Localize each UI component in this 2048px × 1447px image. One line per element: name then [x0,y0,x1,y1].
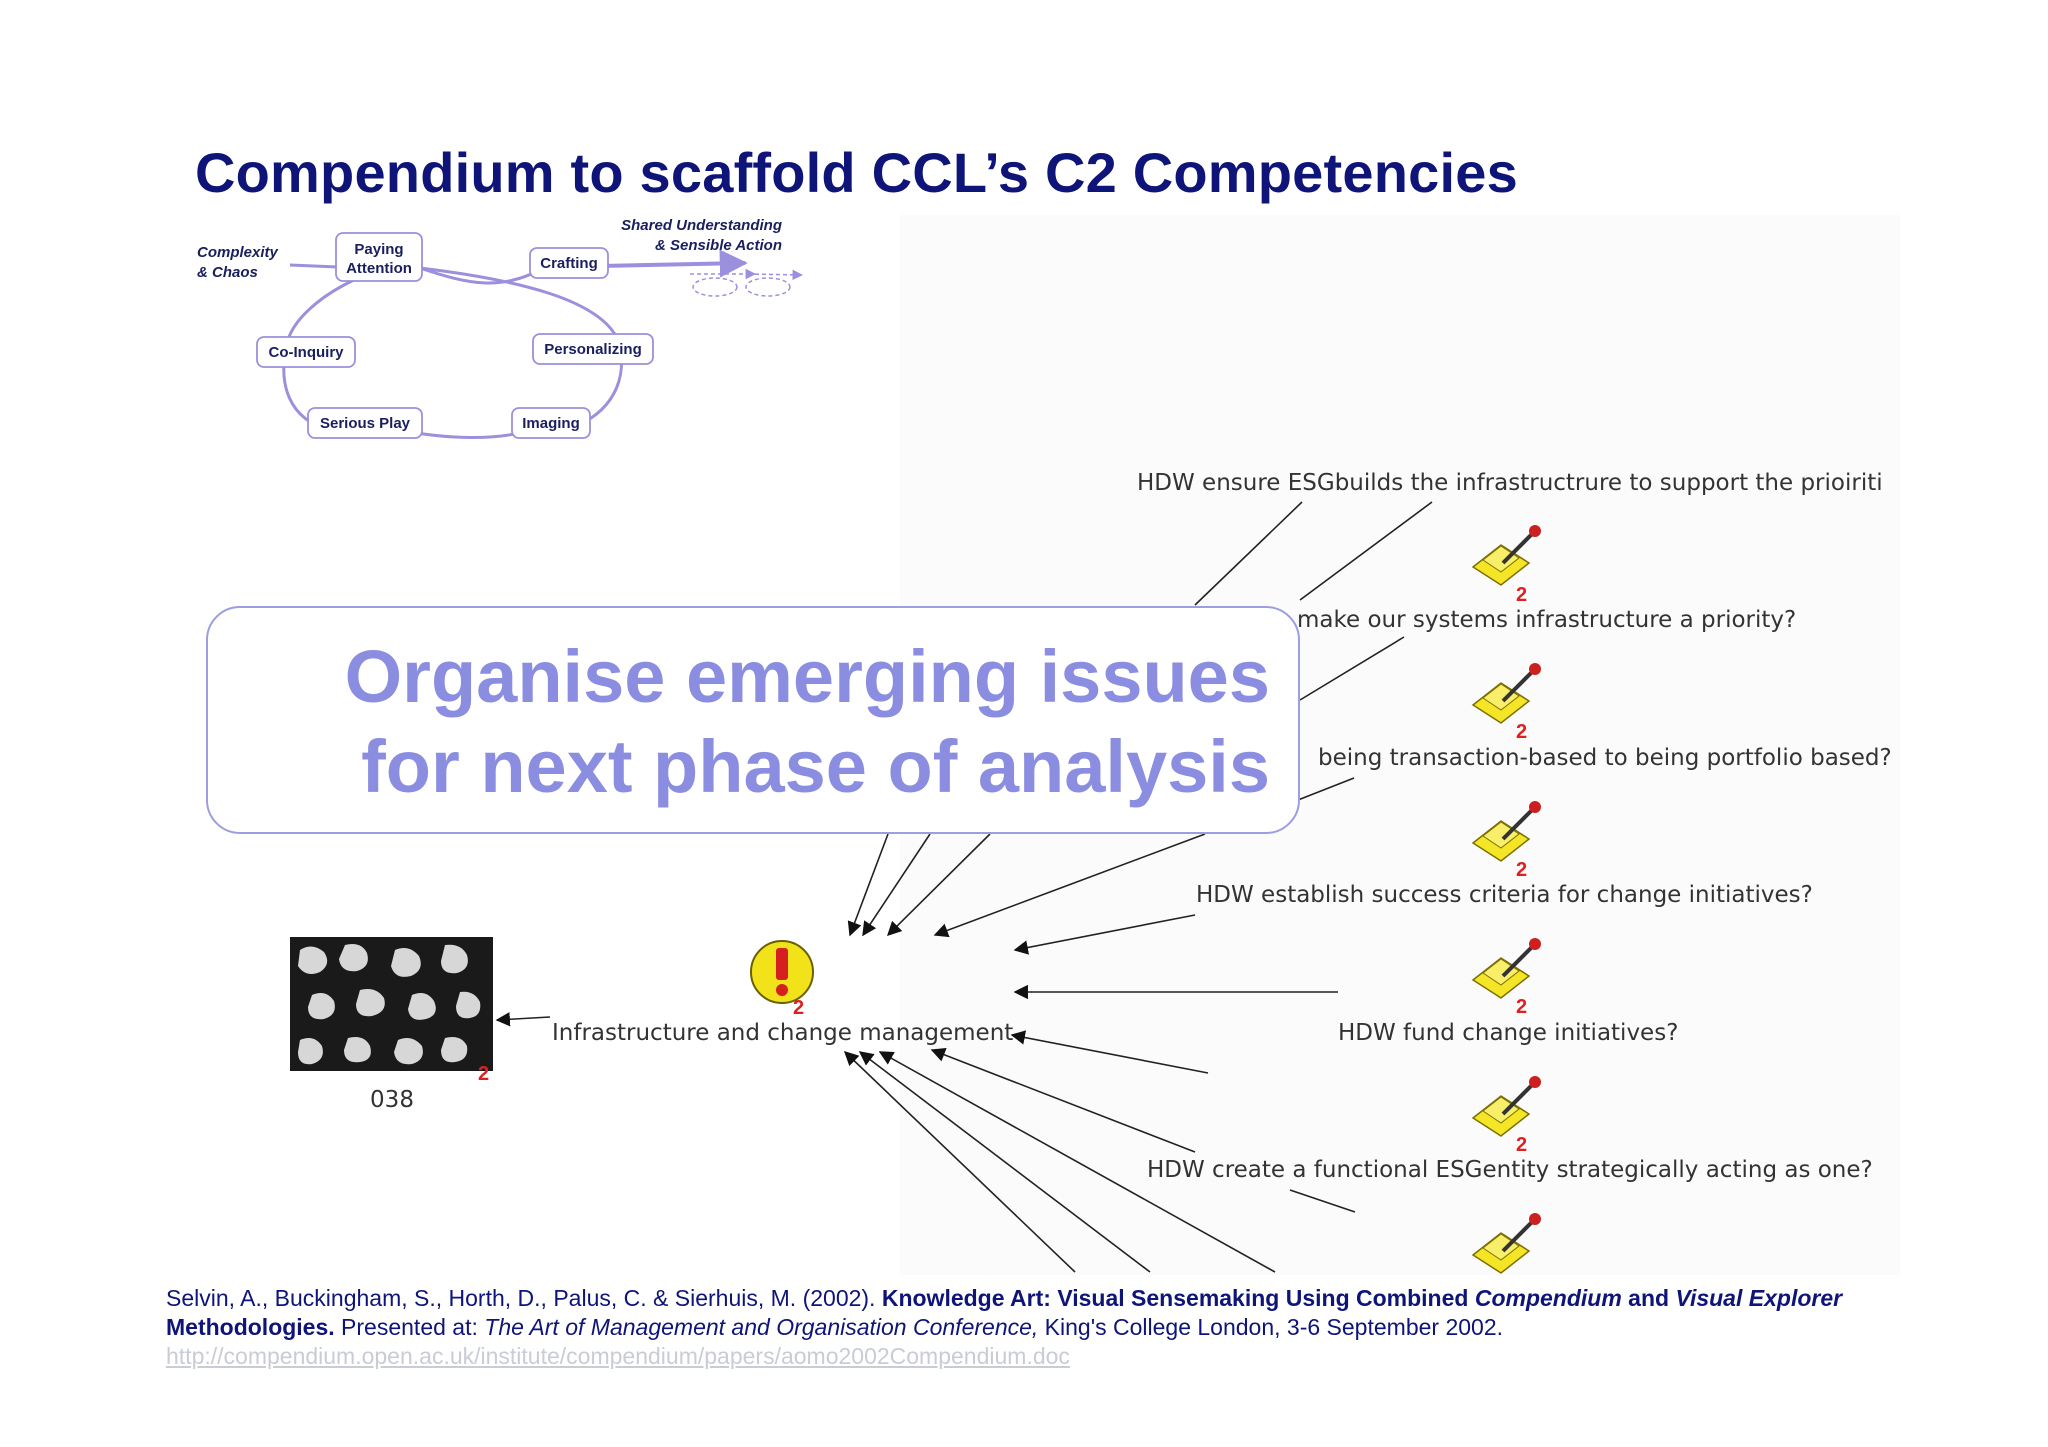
map-link [1299,636,1405,701]
cycle-arrow [747,269,804,281]
map-link [843,1051,1076,1273]
imaging-box [511,407,591,439]
paying-attention-label: Paying [354,241,403,258]
paying-attention-box [335,232,423,282]
cycle-connector [289,263,339,269]
personalizing-label: Personalizing [544,341,642,358]
exclamation-icon [776,948,788,980]
citation-presented: Presented at: [334,1314,485,1340]
svg-text:2: 2 [1516,584,1527,606]
cycle-arrow [599,249,748,278]
crafting-box [529,247,609,279]
note-icon [1471,1213,1541,1274]
citation-venue: King's College London, 3-6 September 200… [1038,1314,1504,1340]
co-inquiry-label: Co-Inquiry [269,344,345,361]
exclamation-dot-icon [776,984,788,996]
page-title: Compendium to scaffold CCL’s C2 Competen… [195,141,1518,204]
map-link [1297,777,1355,801]
image-node-badge: 2 [478,1063,489,1085]
chaos-label: & Chaos [197,264,258,281]
cycle-dashed-ellipse [745,277,791,297]
svg-text:2: 2 [1516,721,1527,743]
center-node-label: Infrastructure and change management [552,1020,1013,1046]
leadership-cycle-diagram: Complexity & Chaos Shared Understanding … [197,217,804,439]
question-node-label[interactable]: HDW create a functional ESGentity strate… [1147,1157,1873,1183]
callout-line-2: for next phase of analysis [361,725,1270,808]
map-link [495,1012,551,1027]
map-link [933,833,1206,938]
map-link [862,833,931,937]
center-issue-node[interactable]: 2 Infrastructure and change management [552,940,1013,1046]
svg-text:2: 2 [1516,859,1527,881]
citation-link[interactable]: http://compendium.open.ac.uk/institute/c… [166,1343,1070,1369]
note-icon: 2 [1471,525,1541,606]
cycle-connector [419,266,541,285]
center-node-badge: 2 [793,997,804,1019]
map-link [886,833,991,937]
question-node-label[interactable]: HDW ensure ESGbuilds the infrastructrure… [1137,470,1883,496]
map-link [878,1051,1276,1273]
map-link [1013,914,1196,955]
question-node-label[interactable]: make our systems infrastructure a priori… [1297,607,1796,633]
map-link [1299,501,1433,601]
cycle-connector [419,266,623,430]
note-icon: 2 [1471,801,1541,881]
personalizing-box [532,333,654,365]
paying-attention-label: Attention [346,260,412,277]
co-inquiry-box [256,336,356,368]
callout-box: Organise emerging issues for next phase … [206,606,1300,834]
note-icon: 2 [1471,663,1541,743]
map-link [1289,1189,1356,1213]
svg-text:2: 2 [1516,1134,1527,1156]
map-link [930,1047,1196,1153]
cycle-dashed-ellipse [692,277,738,297]
note-icon: 2 [1471,1076,1541,1156]
serious-play-label: Serious Play [320,415,411,432]
question-node-label[interactable]: HDW fund change initiatives? [1338,1020,1678,1046]
note-icon: 2 [1471,938,1541,1018]
sensible-action-label: & Sensible Action [655,237,782,254]
crafting-label: Crafting [540,255,598,272]
citation-authors: Selvin, A., Buckingham, S., Horth, D., P… [166,1285,882,1311]
question-node-label[interactable]: HDW establish success criteria for chang… [1196,882,1813,908]
svg-text:2: 2 [1516,996,1527,1018]
serious-play-box [307,407,423,439]
question-node-label[interactable]: being transaction-based to being portfol… [1318,745,1892,771]
map-link [847,833,889,937]
puzzle-pieces [298,944,481,1065]
citation-conference: The Art of Management and Organisation C… [484,1314,1039,1340]
map-link [1010,1030,1209,1074]
image-node[interactable]: 2 038 [290,937,493,1113]
callout-line-1: Organise emerging issues [344,635,1270,718]
map-link [858,1051,1151,1273]
complexity-label: Complexity [197,244,279,261]
shared-understanding-label: Shared Understanding [621,217,782,234]
citation: Selvin, A., Buckingham, S., Horth, D., P… [166,1284,1866,1371]
map-link [1194,501,1303,606]
imaging-label: Imaging [522,415,580,432]
citation-title: Knowledge Art: Visual Sensemaking Using … [166,1285,1843,1340]
image-node-label: 038 [370,1087,414,1113]
